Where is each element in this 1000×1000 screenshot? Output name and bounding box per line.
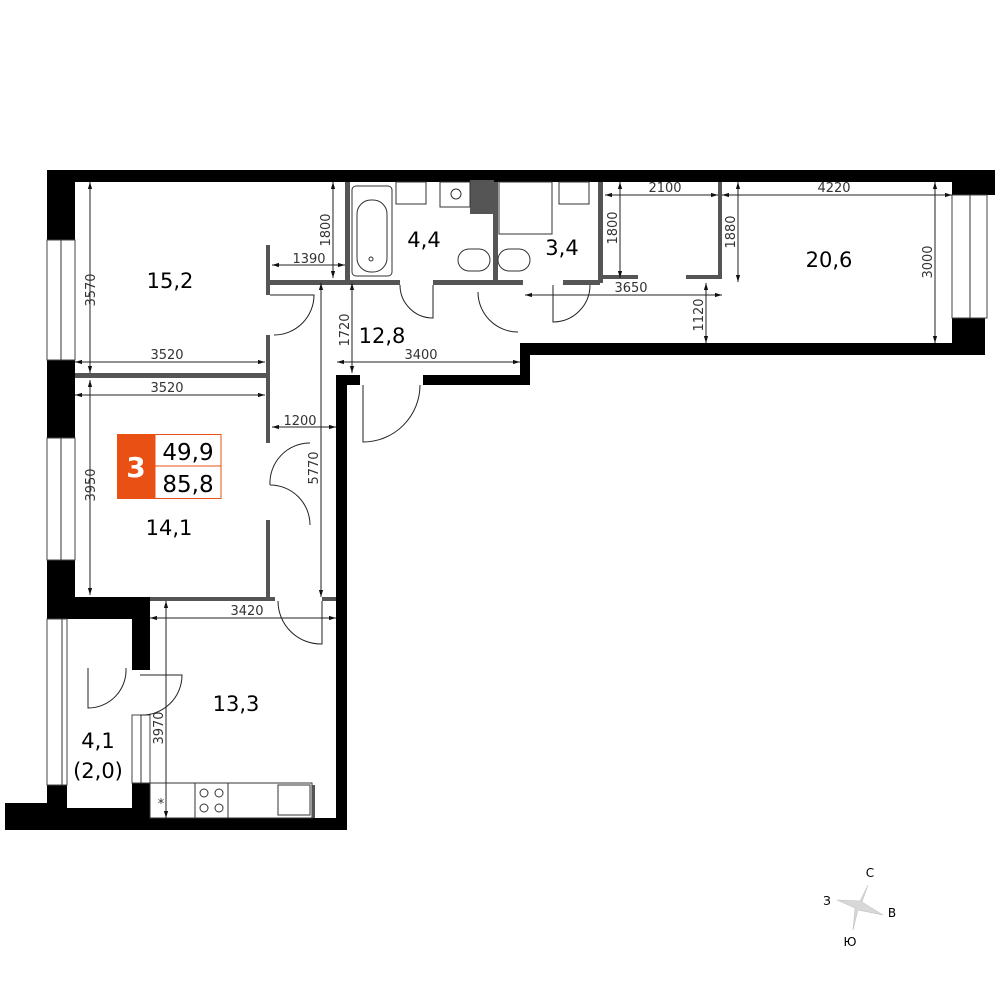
room-area-bedroom-mid: 14,1	[146, 516, 193, 540]
bathtub	[351, 185, 393, 277]
kitchen-counter	[149, 782, 313, 819]
doors	[87, 284, 591, 716]
dim-5770: 5770	[307, 451, 322, 484]
dim-3970: 3970	[152, 711, 167, 744]
stove	[194, 782, 229, 819]
exterior-walls	[5, 170, 995, 830]
dim-1390: 1390	[292, 252, 325, 267]
toilet	[457, 248, 491, 272]
room-area-balcony: 4,1	[81, 729, 114, 753]
ventilation-mark: *	[158, 797, 165, 812]
room-count: 3	[126, 451, 145, 484]
dim-3000: 3000	[921, 245, 936, 278]
compass-east: В	[888, 906, 896, 920]
kitchen-sink	[277, 784, 311, 816]
dim-1880: 1880	[724, 215, 739, 248]
room-area-bedroom-top: 15,2	[147, 269, 194, 293]
dim-3520: 3520	[150, 381, 183, 396]
dim-1200: 1200	[283, 414, 316, 429]
compass-south: Ю	[844, 935, 857, 949]
compass-star-icon	[836, 884, 884, 931]
dim-1720: 1720	[338, 313, 353, 346]
apartment-badge: 3 49,9 85,8	[117, 434, 222, 499]
dim-3650: 3650	[614, 281, 647, 296]
room-area-living: 20,6	[806, 248, 853, 272]
toilet	[497, 248, 531, 272]
sink	[395, 181, 427, 205]
compass-north: С	[866, 866, 874, 880]
washing-machine	[439, 181, 471, 208]
room-labels: 15,2 4,4 3,4 20,6 12,8 14,1 13,3 4,1 (2,…	[73, 228, 852, 783]
room-area-balcony-reduced: (2,0)	[73, 759, 123, 783]
dimension-lines	[75, 182, 952, 818]
fixtures	[149, 181, 590, 819]
total-area: 85,8	[162, 472, 213, 498]
dim-3520: 3520	[150, 348, 183, 363]
living-area: 49,9	[162, 440, 213, 466]
interior-walls	[75, 180, 722, 601]
compass-west: З	[823, 894, 831, 908]
dim-1800: 1800	[319, 213, 334, 246]
room-area-hall: 12,8	[359, 324, 406, 348]
dimension-labels: 3570 1800 1390 3520 3520 3950 1200 5770 …	[84, 181, 936, 812]
sink	[558, 181, 590, 205]
dim-3400: 3400	[404, 348, 437, 363]
compass: С З В Ю	[823, 866, 896, 949]
dim-1800: 1800	[606, 211, 621, 244]
room-area-wc: 3,4	[545, 236, 578, 260]
dim-3420: 3420	[230, 604, 263, 619]
dim-2100: 2100	[648, 181, 681, 196]
dim-4220: 4220	[817, 181, 850, 196]
room-area-kitchen: 13,3	[213, 692, 260, 716]
room-area-bathroom: 4,4	[407, 228, 440, 252]
dim-1120: 1120	[692, 298, 707, 331]
shower	[498, 181, 553, 235]
dim-3570: 3570	[84, 273, 99, 306]
dim-3950: 3950	[84, 468, 99, 501]
windows	[46, 194, 988, 786]
